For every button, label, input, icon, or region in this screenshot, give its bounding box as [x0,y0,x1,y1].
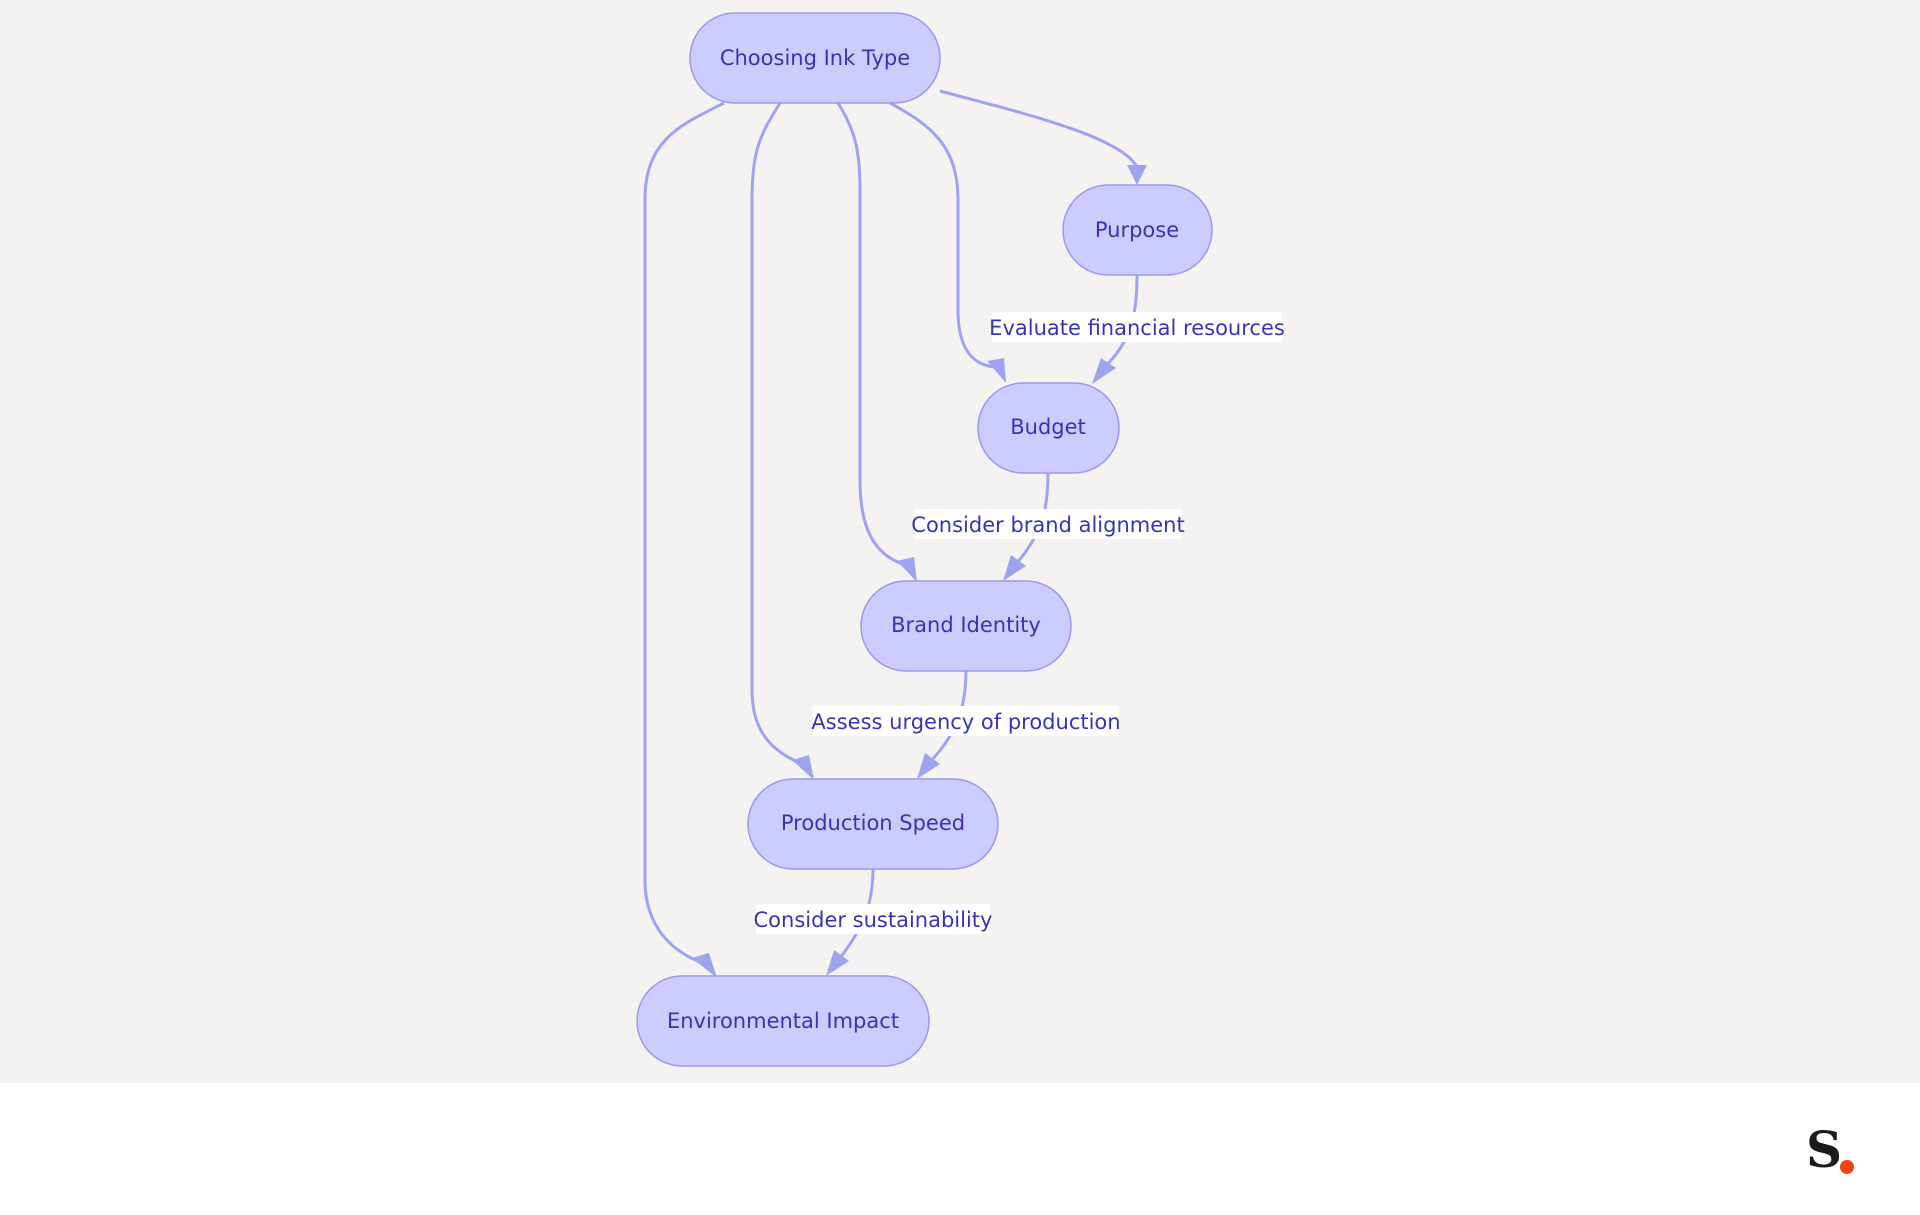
node-label: Production Speed [781,811,965,835]
diagram-canvas: Evaluate financial resources Consider br… [0,0,1920,1083]
logo-letter: S [1806,1120,1843,1179]
edge-label-text: Evaluate financial resources [989,316,1285,340]
edge-ink-to-brand [836,102,917,582]
node-label: Brand Identity [891,613,1041,637]
footer-bar [0,1083,1920,1215]
edge-label-text: Assess urgency of production [811,710,1120,734]
node-label: Budget [1010,415,1086,439]
node-label: Choosing Ink Type [720,46,910,70]
node-choosing-ink-type[interactable]: Choosing Ink Type [689,12,941,104]
edge-ink-to-purpose [939,89,1147,185]
edge-ink-to-environmental-impact [643,101,725,978]
brand-logo[interactable]: S [1800,1122,1860,1182]
node-label: Purpose [1095,218,1179,242]
edge-ink-to-budget [889,101,1006,383]
edge-ink-to-speed [750,102,814,780]
node-brand-identity[interactable]: Brand Identity [860,580,1072,672]
node-budget[interactable]: Budget [977,382,1120,474]
edge-label-evaluate-financial-resources: Evaluate financial resources [989,312,1285,342]
node-production-speed[interactable]: Production Speed [747,778,999,870]
edge-label-assess-urgency-of-production: Assess urgency of production [811,706,1121,736]
node-purpose[interactable]: Purpose [1062,184,1213,276]
edge-label-consider-brand-alignment: Consider brand alignment [911,509,1185,539]
edge-label-consider-sustainability: Consider sustainability [754,904,993,934]
node-environmental-impact[interactable]: Environmental Impact [636,975,930,1067]
edge-label-text: Consider sustainability [754,908,993,932]
logo-dot-icon [1840,1160,1854,1174]
edge-label-text: Consider brand alignment [911,513,1184,537]
node-label: Environmental Impact [667,1009,899,1033]
flowchart: Evaluate financial resources Consider br… [636,12,1285,1067]
